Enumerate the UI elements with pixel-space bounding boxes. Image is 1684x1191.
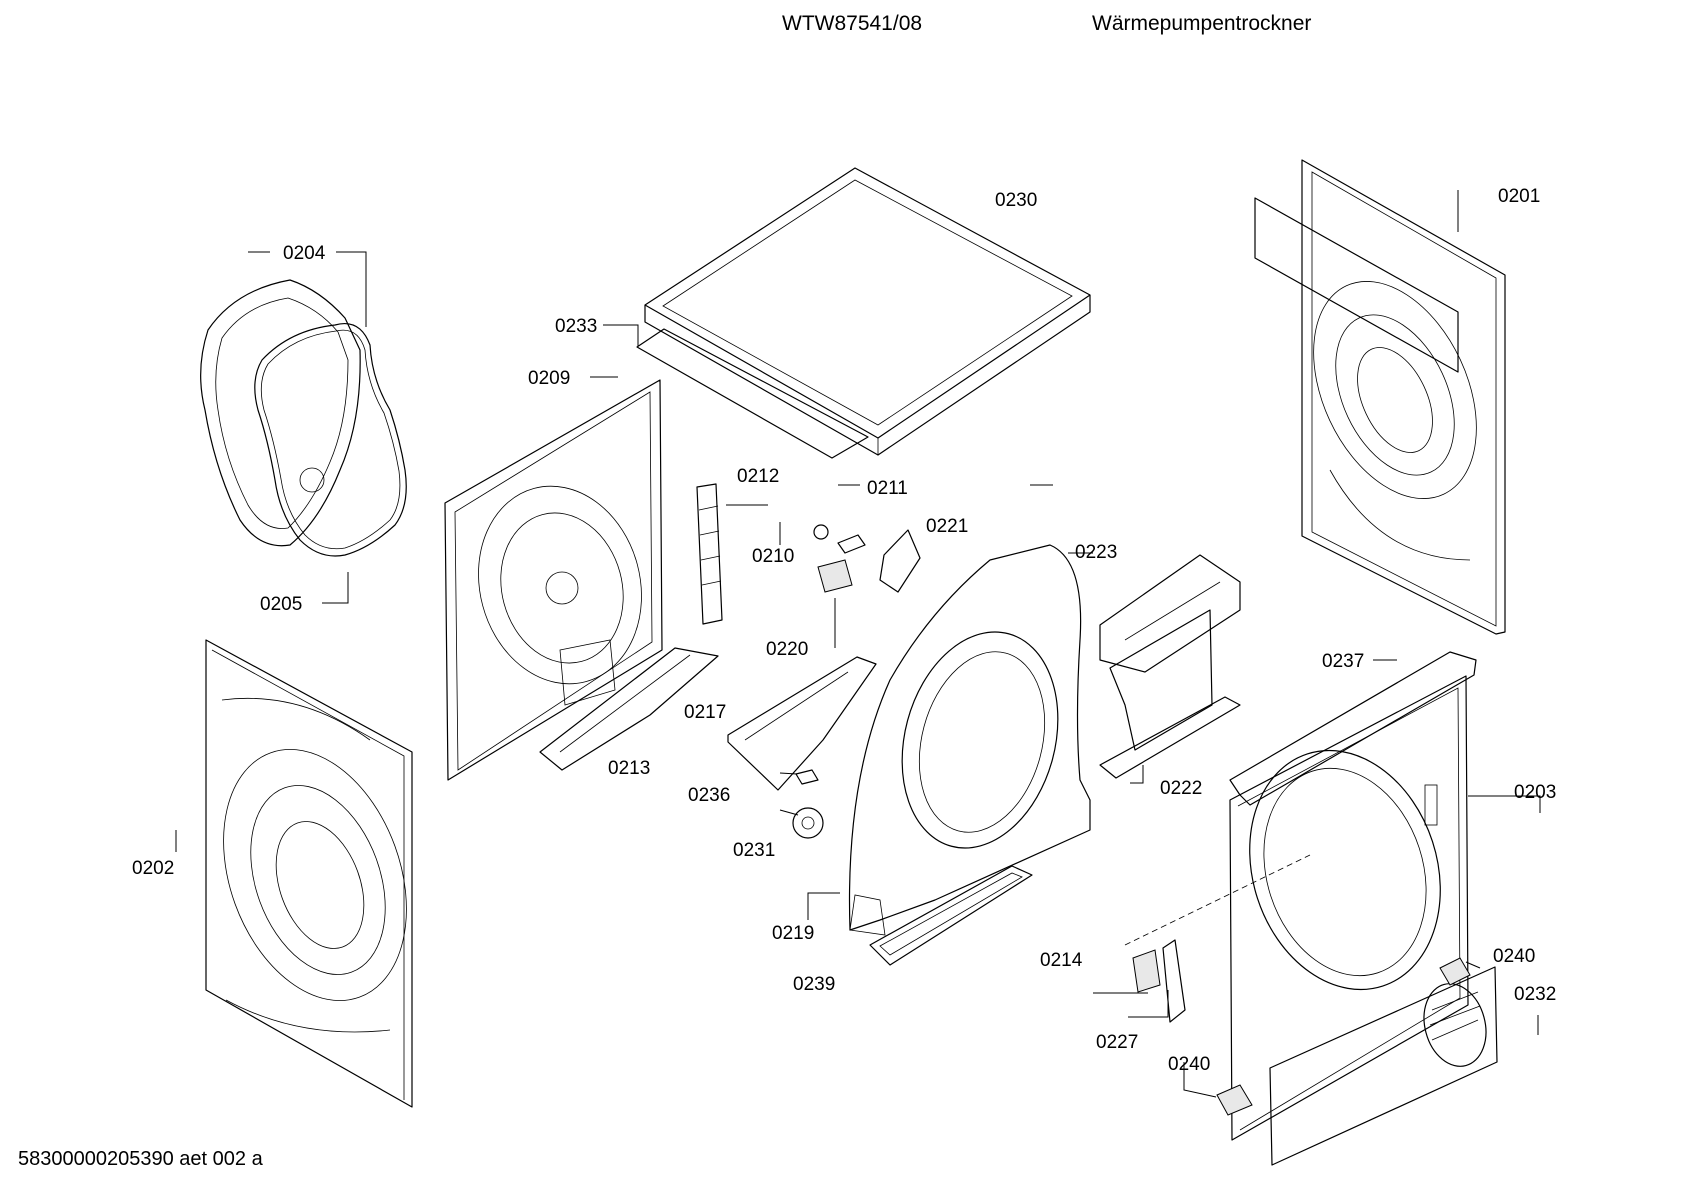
label-0217: 0217: [684, 702, 726, 723]
label-0237: 0237: [1322, 651, 1364, 672]
part-0209-rear-wall[interactable]: [444, 379, 663, 781]
part-0205-seal[interactable]: [254, 323, 407, 557]
part-0233-insert[interactable]: [636, 328, 869, 459]
label-0214: 0214: [1040, 950, 1083, 971]
label-0212: 0212: [737, 466, 779, 487]
part-0220-sensor[interactable]: [817, 559, 853, 593]
label-0221: 0221: [926, 516, 968, 537]
part-0240-clip-upper[interactable]: [1439, 957, 1471, 986]
label-0236: 0236: [688, 785, 730, 806]
label-0230: 0230: [995, 190, 1037, 211]
label-0233: 0233: [555, 316, 597, 337]
label-0240-lower: 0240: [1168, 1054, 1210, 1075]
label-0222: 0222: [1160, 778, 1202, 799]
part-0201-rear-panel[interactable]: [1254, 159, 1509, 635]
label-0239: 0239: [793, 974, 835, 995]
label-0204: 0204: [283, 243, 326, 264]
model-number: WTW87541/08: [782, 12, 923, 35]
part-0221-holder[interactable]: [879, 529, 921, 593]
part-0236-clip[interactable]: [795, 769, 819, 785]
label-0223: 0223: [1075, 542, 1117, 563]
part-0212-cable-holder[interactable]: [696, 483, 723, 625]
label-0227: 0227: [1096, 1032, 1138, 1053]
part-0232-plinth[interactable]: [1269, 966, 1498, 1166]
label-0213: 0213: [608, 758, 650, 779]
part-0231-roller[interactable]: [792, 807, 824, 839]
part-0230-worktop[interactable]: [644, 167, 1091, 456]
part-0217-bracket[interactable]: [727, 656, 877, 791]
label-0203: 0203: [1514, 782, 1556, 803]
label-0220: 0220: [766, 639, 808, 660]
document-id: 58300000205390 aet 002 a: [18, 1148, 263, 1170]
label-0219: 0219: [772, 923, 814, 944]
part-0203-front-panel[interactable]: [1220, 675, 1470, 1141]
part-0237-top-cross-member[interactable]: [1229, 651, 1477, 806]
part-0240-clip-lower[interactable]: [1216, 1084, 1253, 1116]
part-labels: 0201 0202 0203 0204 0205 0209 0210 0211 …: [132, 186, 1556, 1075]
part-0213-cross-member[interactable]: [539, 647, 719, 771]
part-0211-screw[interactable]: [837, 534, 866, 554]
label-0232: 0232: [1514, 984, 1556, 1005]
label-0205: 0205: [260, 594, 302, 615]
part-0214-door-lock[interactable]: [1132, 949, 1161, 993]
part-0202-side-panel[interactable]: [191, 639, 440, 1108]
label-0210: 0210: [752, 546, 794, 567]
leader-lines: [175, 190, 1541, 1098]
part-0222-filter-seal[interactable]: [1099, 696, 1241, 779]
part-0239-base-seal[interactable]: [869, 865, 1033, 966]
part-0204-bearing-shield[interactable]: [200, 279, 361, 547]
label-0231: 0231: [733, 840, 775, 861]
part-0219-front-shield[interactable]: [848, 544, 1091, 936]
alignment-line: [1124, 854, 1311, 946]
product-type: Wärmepumpentrockner: [1092, 12, 1312, 35]
label-0202: 0202: [132, 858, 174, 879]
label-0240-upper: 0240: [1493, 946, 1535, 967]
part-0227-door-catch[interactable]: [1162, 939, 1186, 1023]
label-0209: 0209: [528, 368, 570, 389]
part-0210-small-part[interactable]: [813, 524, 829, 540]
part-0223-filter-housing[interactable]: [1099, 554, 1241, 751]
label-0201: 0201: [1498, 186, 1540, 207]
label-0211: 0211: [867, 478, 908, 499]
